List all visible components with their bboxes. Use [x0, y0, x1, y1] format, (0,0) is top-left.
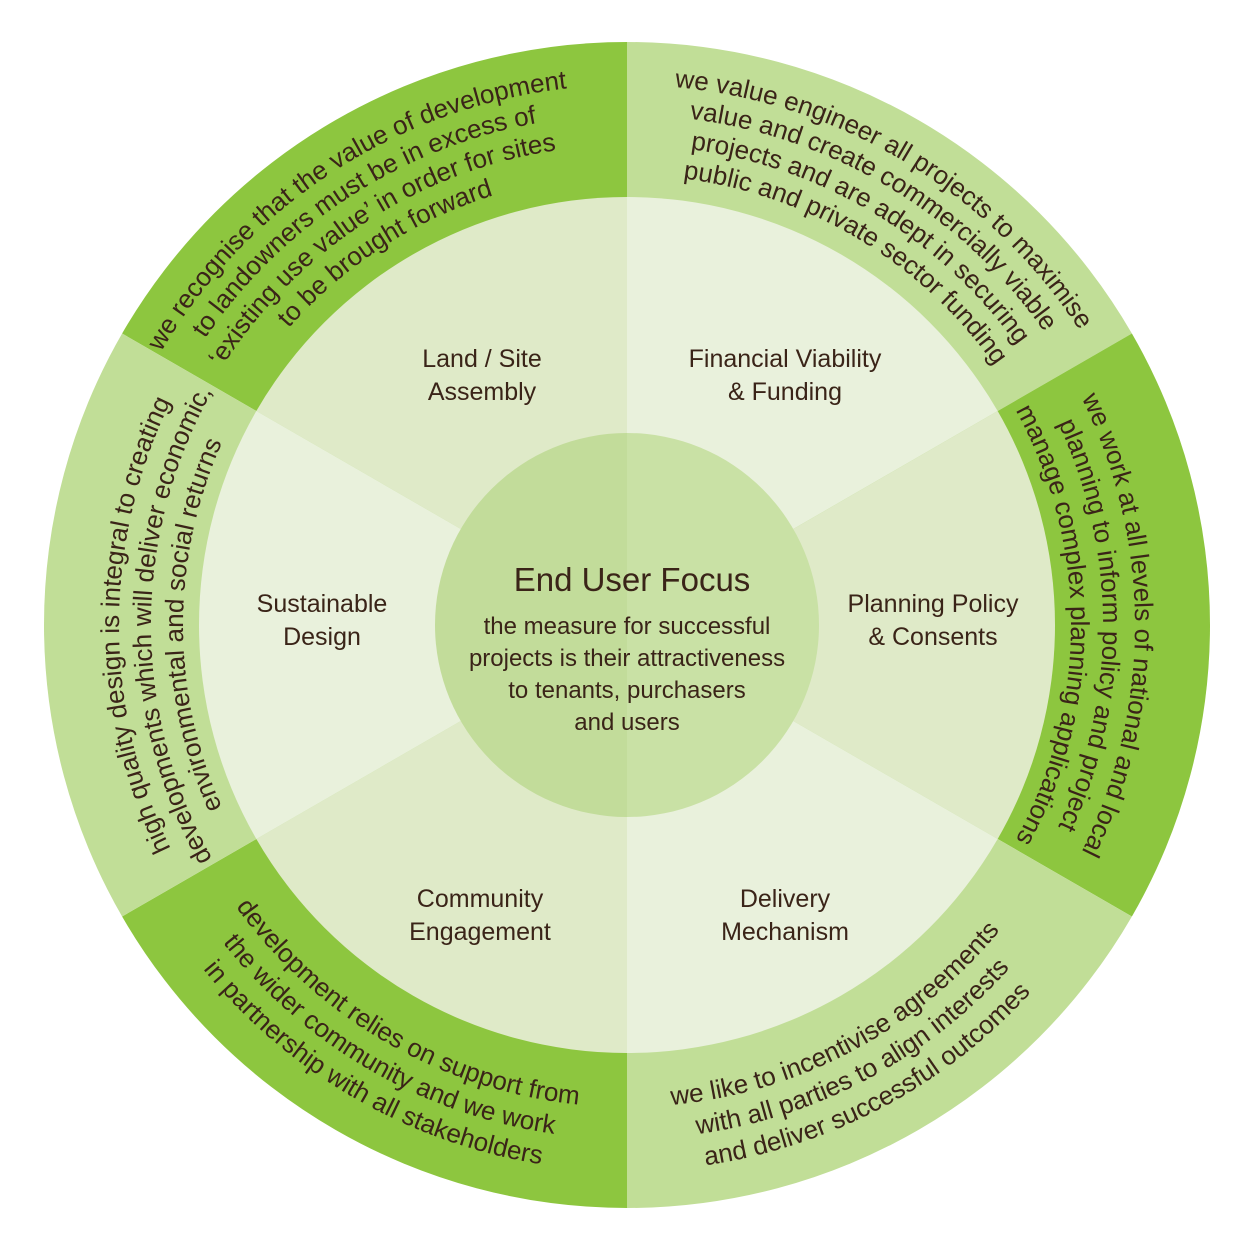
hub-right-half	[627, 433, 819, 817]
sector-label-planning: Planning Policy & Consents	[848, 590, 1019, 651]
sector-label-line: Financial Viability	[689, 345, 882, 373]
sector-label-financial: Financial Viability & Funding	[689, 345, 882, 406]
hub-line: the measure for successful	[484, 613, 771, 640]
inner-segment-sustainable	[198, 411, 627, 839]
hub-circle	[435, 433, 819, 817]
sector-label-line: Design	[283, 623, 361, 651]
sector-label-line: Assembly	[428, 378, 537, 406]
inner-segment-planning	[627, 411, 1055, 839]
sector-label-line: Sustainable	[257, 590, 388, 618]
sector-label-line: Delivery	[740, 885, 831, 913]
sector-label-line: Community	[417, 885, 544, 913]
sector-label-line: & Consents	[868, 623, 997, 651]
hub-line: to tenants, purchasers	[508, 677, 745, 704]
hub-text: End User Focus the measure for successfu…	[469, 561, 785, 736]
sector-label-line: Land / Site	[422, 345, 542, 373]
hub-line: and users	[574, 709, 679, 736]
hub-title: End User Focus	[514, 561, 751, 598]
sector-label-line: Engagement	[409, 918, 551, 946]
hub-line: projects is their attractiveness	[469, 645, 785, 672]
sector-label-line: Mechanism	[721, 918, 849, 946]
sector-label-line: Planning Policy	[848, 590, 1019, 618]
hub-left-half	[435, 433, 627, 817]
sector-label-line: & Funding	[728, 378, 842, 406]
